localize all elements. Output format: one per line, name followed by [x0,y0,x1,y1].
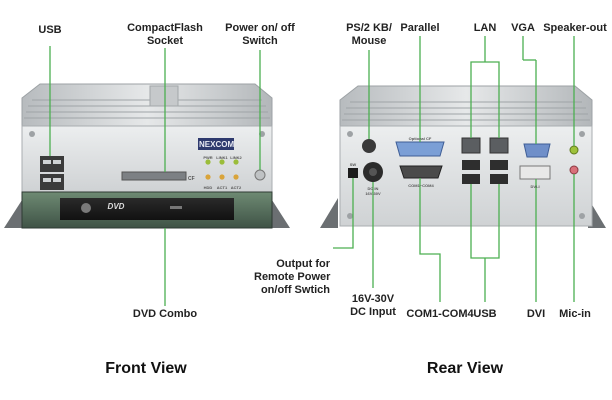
label-power-switch-line2: Switch [242,35,278,47]
label-remote-output-line1: Output for [276,258,330,270]
speaker-jack-icon [569,145,579,155]
rear-fin-lines [342,101,590,121]
label-ps2-line1: PS/2 KB/ [346,22,392,34]
label-dc-input-line2: DC Input [350,306,396,318]
front-right-bracket [272,200,290,228]
rear-usb-port-icon [462,174,480,184]
rear-heatsink [339,85,593,129]
brand-logo: NEXCOM [199,140,235,149]
label-ps2-line2: Mouse [351,35,387,47]
label-speaker-out: Speaker-out [543,22,607,34]
sw-mark: SW [349,162,357,167]
dvd-badge: DVD [107,202,125,211]
front-left-bracket [4,200,22,228]
led-label: PWR [203,155,213,160]
label-dvd-combo: DVD Combo [132,308,198,320]
rear-usb-port-icon [462,160,480,170]
label-dc-input-line1: 16V-30V [351,293,395,305]
dc-in-mark: DC IN [367,186,379,191]
label-parallel: Parallel [400,22,440,34]
front-unit [4,83,290,229]
rear-usb-port-icon [490,160,508,170]
dvi-port-icon [519,165,551,180]
brand-plate [198,138,234,150]
label-vga: VGA [511,22,535,34]
cf-mark: CF [188,176,195,182]
rear-left-bracket [320,198,338,228]
led-label: HDD [203,185,213,190]
label-cf-socket-line2: Socket [146,35,184,47]
mic-jack-icon [569,165,579,175]
front-view-title: Front View [105,360,187,377]
label-remote-output-line2: Remote Power [254,271,331,283]
screw-icon [579,131,585,137]
dvi-mark: DVI-I [530,184,540,189]
dvd-drive [60,198,234,220]
cf-slot-icon [121,171,187,181]
led-label: ACT2 [230,185,242,190]
label-com-ports: COM1-COM4 [406,308,474,320]
label-remote-output-line3: on/off Swtich [260,284,330,296]
label-dvi: DVI [526,308,546,320]
led-label: LINK1 [216,155,228,160]
dc-range-mark: 16V-30V [365,191,381,196]
label-usb-front: USB [38,24,62,36]
optional-cf-mark: Optional CF [408,136,432,141]
lan-port-icon [489,137,509,154]
screw-icon [29,131,35,137]
led-label: ACT1 [216,185,228,190]
leader-lines [49,36,575,306]
parallel-port-icon [395,141,445,157]
led-label: LINK2 [230,155,242,160]
ps2-port-icon [362,139,376,153]
front-fin-lines [24,99,270,119]
label-lan: LAN [473,22,497,34]
label-power-switch-line1: Power on/ off [225,22,295,34]
screw-icon [347,213,353,219]
screw-icon [347,131,353,137]
vga-port-icon [523,143,551,158]
screw-icon [579,213,585,219]
rear-usb-port-icon [490,174,508,184]
label-cf-socket-line1: CompactFlash [127,22,203,34]
power-switch-icon [254,169,266,181]
label-mic-in: Mic-in [559,308,591,320]
label-usb-rear: USB [473,308,497,320]
rear-view-title: Rear View [426,360,504,377]
rear-unit [320,85,606,228]
remote-switch-connector-icon [348,168,358,178]
front-top-block [149,85,179,107]
status-leds [205,159,239,180]
com-port-icon [399,165,443,179]
com-mark: COM1~COM4 [408,183,434,188]
lan-port-icon [461,137,481,154]
disc-icon [81,203,91,213]
